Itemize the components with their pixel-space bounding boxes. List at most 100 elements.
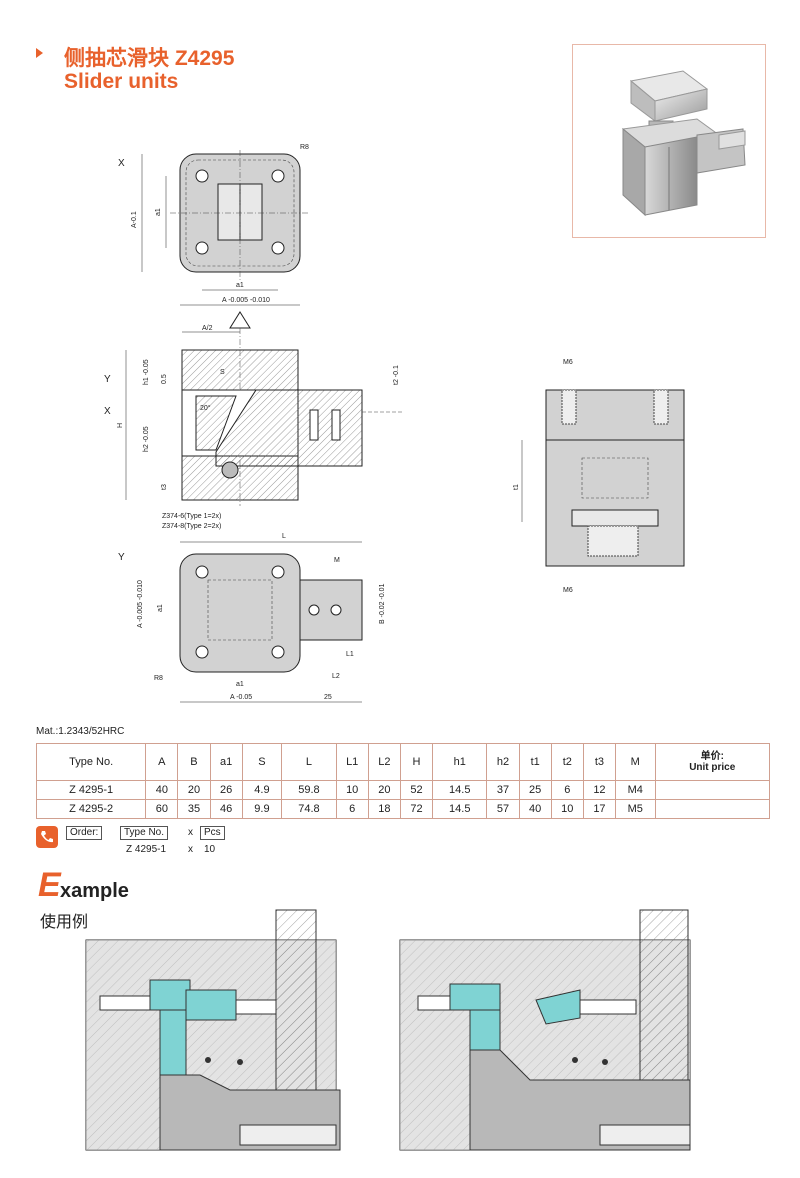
col-l1: L1: [335, 743, 369, 781]
slider-unit-illustration: [621, 70, 746, 217]
cell: 20: [367, 780, 401, 800]
cell: 59.8: [281, 780, 337, 800]
cell: 74.8: [281, 799, 337, 819]
cell: 26: [209, 780, 243, 800]
product-photo: [572, 44, 766, 238]
example-big-letter: E: [38, 866, 61, 904]
table-header-row: Type No. A B a1 S L L1 L2 H h1 h2 t1 t2 …: [35, 743, 771, 781]
m-label: M: [334, 557, 340, 564]
col-l: L: [281, 743, 337, 781]
h2-label: h2 -0.05: [143, 426, 150, 452]
section-drawing: A/2 Y X H h1 -0.05 h2 -0.05 0.5 t3 S 20°…: [104, 311, 402, 530]
cell: 17: [582, 799, 617, 819]
order-qty: 10: [204, 844, 216, 855]
col-unit-price: 单价: Unit price: [654, 743, 771, 781]
angle-label: 20°: [200, 404, 211, 412]
col-t3: t3: [582, 743, 617, 781]
cell: 72: [399, 799, 434, 819]
cell: 14.5: [432, 799, 488, 819]
view-x-marker: X: [104, 406, 111, 417]
a-05-label: A -0.05: [230, 694, 252, 701]
cell: Z 4295-2: [35, 799, 147, 819]
cell: 6: [550, 780, 584, 800]
view-y-marker: Y: [104, 374, 111, 385]
col-m: M: [615, 743, 656, 781]
l2-label: L2: [332, 673, 340, 680]
cell: 40: [518, 799, 552, 819]
h-label: H: [117, 423, 124, 428]
spec-table: Type No. A B a1 S L L1 L2 H h1 h2 t1 t2 …: [35, 743, 771, 819]
bullet-arrow-icon: [36, 48, 43, 58]
a1-y-bottom-label: a1: [236, 681, 244, 688]
order-x1: x: [188, 827, 193, 838]
view-x-drawing: X R8 A-0.1 a1 a1 A -0.005 -0.010: [118, 144, 310, 306]
col-type-no: Type No.: [35, 743, 147, 781]
col-b: B: [177, 743, 211, 781]
side-view-drawing: M6 t1 M6: [513, 359, 685, 594]
l-label: L: [282, 533, 286, 540]
view-x-label: X: [118, 158, 125, 169]
a1-left-label: a1: [155, 208, 162, 216]
cell: 20: [177, 780, 211, 800]
example-right: [399, 909, 691, 1151]
cell: M4: [615, 780, 656, 800]
table-row: Z 4295-2 60 35 46 9.9 74.8 6 18 72 14.5 …: [35, 799, 771, 819]
r8-y-label: R8: [154, 675, 163, 682]
col-t1: t1: [518, 743, 552, 781]
t3-label: t3: [161, 484, 168, 490]
unit-price-zh: 单价:: [700, 751, 724, 762]
cell: 52: [399, 780, 434, 800]
title-zh: 侧抽芯滑块 Z4295: [64, 47, 235, 70]
col-l2: L2: [367, 743, 401, 781]
t1-label: t1: [513, 484, 520, 490]
example-rest: xample: [60, 880, 129, 902]
cell: 35: [177, 799, 211, 819]
a-side-label: A -0.005 -0.010: [137, 580, 144, 628]
h1-label: h1 -0.05: [143, 359, 150, 385]
b-side-label: B -0.02 -0.01: [379, 583, 386, 624]
material-note: Mat.:1.2343/52HRC: [36, 726, 125, 737]
r8-label: R8: [300, 144, 309, 151]
m6-bottom-label: M6: [563, 587, 573, 594]
cell: Z 4295-1: [35, 780, 147, 800]
price-cell: [654, 799, 771, 819]
cell: 10: [335, 780, 369, 800]
cell: 6: [335, 799, 369, 819]
col-h1: h1: [432, 743, 488, 781]
cell: 46: [209, 799, 243, 819]
m6-top-label: M6: [563, 359, 573, 366]
cell: 40: [145, 780, 179, 800]
t2-label: t2 -0.1: [393, 365, 400, 385]
example-left: [85, 909, 341, 1151]
a-half-label: A/2: [202, 325, 213, 332]
s-label: S: [220, 369, 225, 376]
cell: 14.5: [432, 780, 488, 800]
l1-label: L1: [346, 651, 354, 658]
a1-y-label: a1: [157, 604, 164, 612]
cell: 57: [486, 799, 520, 819]
order-type-no: Type No.: [120, 826, 169, 840]
dim-25-label: 25: [324, 694, 332, 701]
view-y-label: Y: [118, 552, 125, 563]
cell: 12: [582, 780, 617, 800]
order-pcs: Pcs: [200, 826, 225, 840]
cell: 37: [486, 780, 520, 800]
dim-05-label: 0.5: [161, 374, 168, 384]
col-a1: a1: [209, 743, 243, 781]
order-example-type: Z 4295-1: [126, 844, 167, 855]
a-bottom-label: A -0.005 -0.010: [222, 297, 270, 304]
col-t2: t2: [550, 743, 584, 781]
a-tol-label: A-0.1: [131, 211, 138, 228]
order-x2: x: [188, 844, 193, 855]
cell: 25: [518, 780, 552, 800]
cell: 18: [367, 799, 401, 819]
col-h2: h2: [486, 743, 520, 781]
cell: 4.9: [241, 780, 283, 800]
table-row: Z 4295-1 40 20 26 4.9 59.8 10 20 52 14.5…: [35, 780, 771, 800]
unit-price-en: Unit price: [689, 762, 736, 773]
example-drawings: [85, 909, 691, 1151]
z374-type2-label: Z374-8(Type 2=2x): [162, 523, 221, 530]
col-a: A: [145, 743, 179, 781]
title-en: Slider units: [64, 70, 179, 93]
price-cell: [654, 780, 771, 800]
